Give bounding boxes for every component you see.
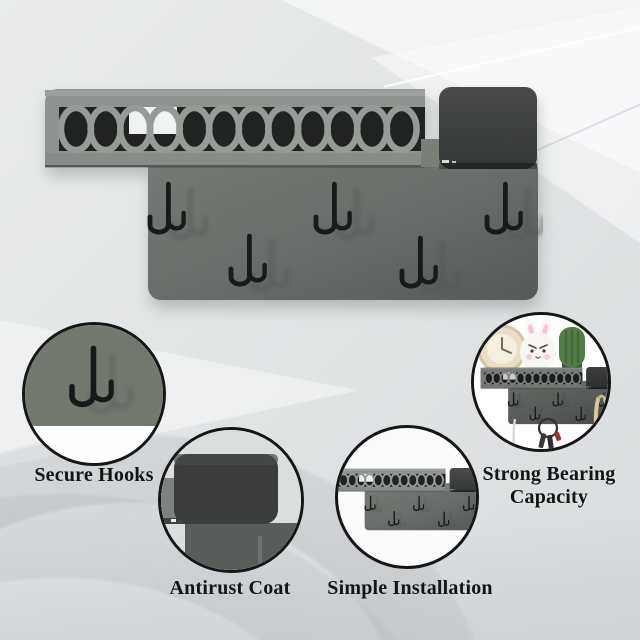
background-line (383, 18, 640, 88)
bunny-plush-icon (520, 318, 556, 372)
cactus-icon (559, 327, 585, 372)
callout-strong-bearing (471, 312, 611, 452)
caption-secure-hooks: Secure Hooks (34, 464, 154, 486)
hook-closeup-graphic (25, 325, 163, 463)
callout-simple-installation (335, 425, 479, 569)
key-holder-product-image (43, 87, 543, 318)
caption-strong-line2: Capacity (509, 486, 589, 508)
caption-strong-bearing: Strong Bearing Capacity (461, 463, 637, 509)
product-in-use-graphic (474, 315, 608, 449)
callout-antirust-coat (158, 427, 304, 573)
product-mini-graphic (338, 428, 476, 566)
clock-icon (477, 324, 527, 374)
caption-simple-installation: Simple Installation (327, 577, 493, 599)
callout-secure-hooks (22, 322, 166, 466)
coated-box-closeup-graphic (161, 430, 301, 570)
caption-strong-line1: Strong Bearing (482, 463, 616, 485)
keys-icon (537, 417, 562, 449)
key-holder-graphic (43, 87, 543, 313)
caption-antirust-coat: Antirust Coat (169, 577, 291, 599)
